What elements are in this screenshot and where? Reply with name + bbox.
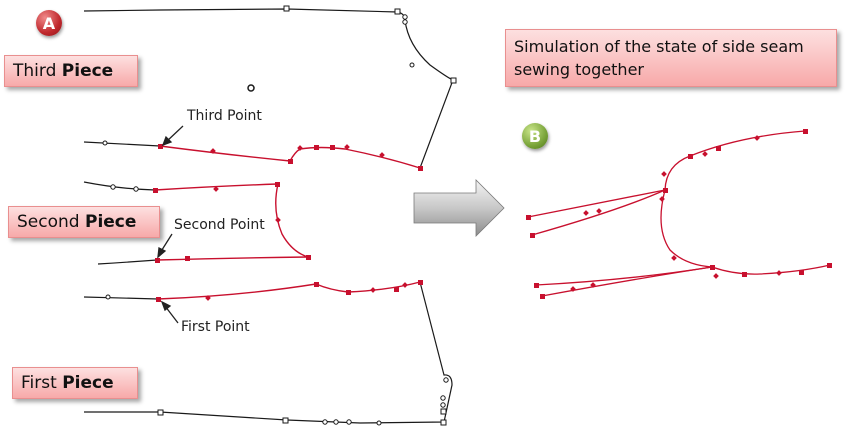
simulation-caption-line2: sewing together <box>514 60 644 79</box>
third-piece-word1: Third <box>13 61 57 81</box>
third-piece-outline <box>83 8 454 169</box>
second-piece-label: Second Piece <box>8 206 160 238</box>
first-point-label: First Point <box>181 319 250 335</box>
third-piece-seam <box>159 145 421 169</box>
seam-control-points <box>153 144 423 302</box>
simulation-caption-line1: Simulation of the state of side seam <box>514 37 804 56</box>
outline-control-points <box>102 5 457 426</box>
first-piece-word2: Piece <box>62 373 114 393</box>
badge-a: A <box>36 10 62 36</box>
second-piece-seam <box>154 183 309 261</box>
center-marker <box>247 84 255 92</box>
simulation-curves <box>527 130 831 297</box>
simulation-points <box>526 129 832 299</box>
badge-a-letter: A <box>42 13 56 33</box>
transition-arrow <box>413 179 505 237</box>
third-point-label: Third Point <box>187 108 262 124</box>
second-piece-word1: Second <box>17 212 80 232</box>
point-pointers <box>157 125 184 324</box>
second-piece-word2: Piece <box>84 212 137 232</box>
second-piece-outline <box>83 181 158 265</box>
third-piece-label: Third Piece <box>4 55 138 87</box>
second-point-label: Second Point <box>174 217 265 233</box>
first-piece-label: First Piece <box>12 367 138 399</box>
first-piece-outline <box>83 281 453 424</box>
third-piece-word2: Piece <box>61 61 114 81</box>
badge-b: B <box>522 123 548 149</box>
badge-b-letter: B <box>528 126 542 146</box>
first-piece-seam <box>157 281 421 300</box>
first-piece-word1: First <box>21 373 57 393</box>
simulation-caption: Simulation of the state of side seam sew… <box>505 29 837 87</box>
